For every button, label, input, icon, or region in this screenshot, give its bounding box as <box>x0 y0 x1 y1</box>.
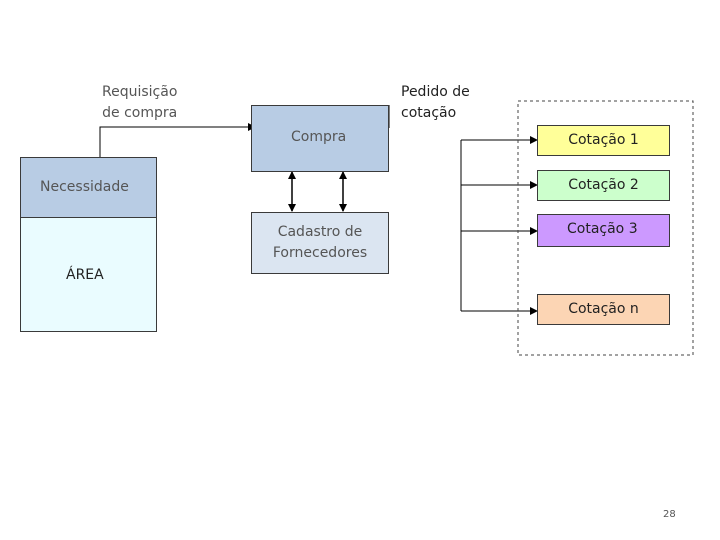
cotacao-2-label: Cotação 2 <box>568 177 639 193</box>
necessidade-box <box>20 157 157 218</box>
cotacao-1-label: Cotação 1 <box>568 132 639 148</box>
pedido-label: Pedido de cotação <box>401 84 470 121</box>
necessidade-label: Necessidade <box>40 179 129 195</box>
cadastro-box: Cadastro de Fornecedores <box>251 212 389 274</box>
cotacao-n-label: Cotação n <box>568 301 639 317</box>
cotacao-n-box: Cotação n <box>537 294 670 325</box>
requisicao-arrow <box>99 123 256 157</box>
cotacoes-dashed-frame <box>517 100 694 356</box>
area-label: ÁREA <box>66 267 104 283</box>
cadastro-label: Cadastro de Fornecedores <box>272 224 368 261</box>
cotacao-3-label: Cotação 3 <box>567 221 638 237</box>
compra-box <box>251 105 389 172</box>
page-number: 28 <box>663 509 676 520</box>
cotacao-1-box: Cotação 1 <box>537 125 670 156</box>
compra-label: Compra <box>291 129 347 145</box>
requisicao-label: Requisição de compra <box>102 84 178 121</box>
cotacao-3-box: Cotação 3 <box>537 214 670 247</box>
cotacao-2-box: Cotação 2 <box>537 170 670 201</box>
